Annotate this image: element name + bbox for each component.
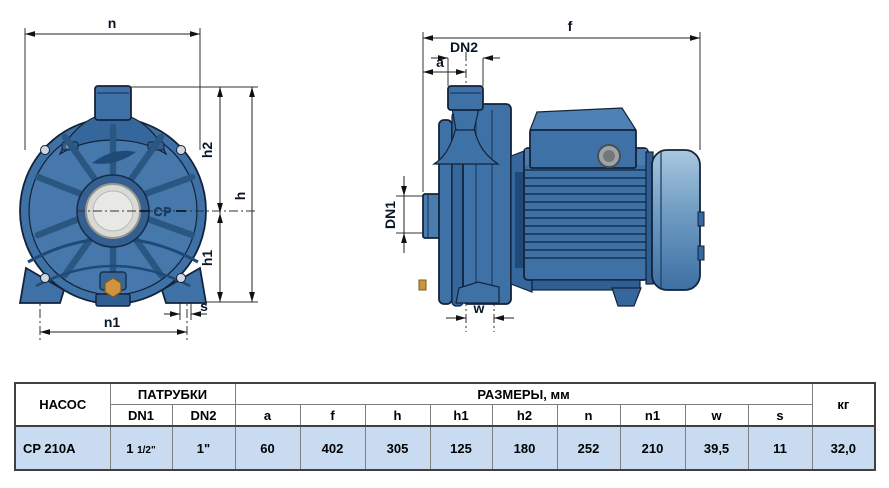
col-f: f — [299, 404, 366, 427]
dimension-h-group — [131, 86, 258, 303]
fan-cover — [651, 149, 701, 291]
discharge-port-front — [94, 85, 132, 121]
cell-h1: 125 — [429, 425, 493, 471]
dimension-n — [24, 28, 201, 150]
cell-s: 11 — [747, 425, 813, 471]
dn1-fraction: 1/2" — [137, 444, 156, 456]
pump-side-body — [418, 85, 705, 307]
dimensions-table: НАСОС ПАТРУБКИ РАЗМЕРЫ, мм кг DN1 DN2 a … — [14, 382, 877, 471]
cell-dn2: 1" — [171, 425, 236, 471]
bolt-holes — [40, 145, 186, 283]
header-row-groups: НАСОС ПАТРУБКИ РАЗМЕРЫ, мм кг — [14, 382, 876, 427]
col-n: n — [556, 404, 621, 427]
dim-label-h1: h1 — [199, 250, 215, 267]
cell-model: CP 210A — [14, 425, 111, 471]
drain-plug — [104, 277, 122, 298]
dim-label-h: h — [232, 192, 248, 201]
header-row-columns: DN1 DN2 a f h h1 h2 n n1 w s — [15, 404, 875, 427]
vent-slot — [92, 150, 136, 164]
header-ports: ПАТРУБКИ — [109, 382, 236, 405]
cell-f: 402 — [299, 425, 366, 471]
cp-logo: CP — [154, 205, 173, 219]
col-dn2: DN2 — [171, 404, 236, 427]
terminal-box — [529, 107, 638, 131]
header-pump: НАСОС — [14, 382, 111, 427]
cell-dn1: 1 1/2" — [109, 425, 173, 471]
cell-w: 39,5 — [684, 425, 749, 471]
dimension-dn1 — [396, 176, 426, 253]
dim-label-dn1: DN1 — [382, 201, 398, 229]
col-n1: n1 — [619, 404, 686, 427]
pump-side-view-drawing: f DN2 a DN1 w — [382, 18, 705, 332]
cell-h2: 180 — [491, 425, 558, 471]
cell-n1: 210 — [619, 425, 686, 471]
col-h2: h2 — [491, 404, 558, 427]
col-h: h — [364, 404, 431, 427]
pump-front-view-drawing: CP n h2 h h1 n1 s — [18, 15, 258, 340]
dim-label-w: w — [473, 300, 485, 316]
cell-weight: 32,0 — [811, 425, 876, 471]
header-weight: кг — [811, 382, 876, 427]
dim-label-dn2: DN2 — [450, 39, 478, 55]
col-dn1: DN1 — [109, 404, 173, 427]
dimension-f — [422, 32, 701, 192]
motor-foot — [611, 287, 642, 307]
dim-label-s: s — [200, 298, 208, 314]
dim-label-h2: h2 — [199, 142, 215, 159]
col-a: a — [234, 404, 301, 427]
pump-foot — [455, 281, 500, 304]
dim-label-n1: n1 — [104, 314, 121, 330]
cell-a: 60 — [234, 425, 301, 471]
motor-fins — [525, 169, 647, 259]
casing-bolt — [418, 279, 427, 291]
col-h1: h1 — [429, 404, 493, 427]
dim-label-a: a — [436, 54, 444, 70]
dn1-whole: 1 — [126, 440, 134, 456]
discharge-port-side — [447, 85, 484, 111]
col-w: w — [684, 404, 749, 427]
header-dimensions: РАЗМЕРЫ, мм — [234, 382, 813, 405]
table-row: CP 210A 1 1/2" 1" 60 402 305 125 180 252… — [14, 425, 876, 471]
cell-h: 305 — [364, 425, 431, 471]
dim-label-f: f — [568, 18, 573, 34]
cell-n: 252 — [556, 425, 621, 471]
pump-front-body: CP — [18, 85, 258, 307]
dim-label-n: n — [108, 15, 117, 31]
col-s: s — [747, 404, 813, 427]
